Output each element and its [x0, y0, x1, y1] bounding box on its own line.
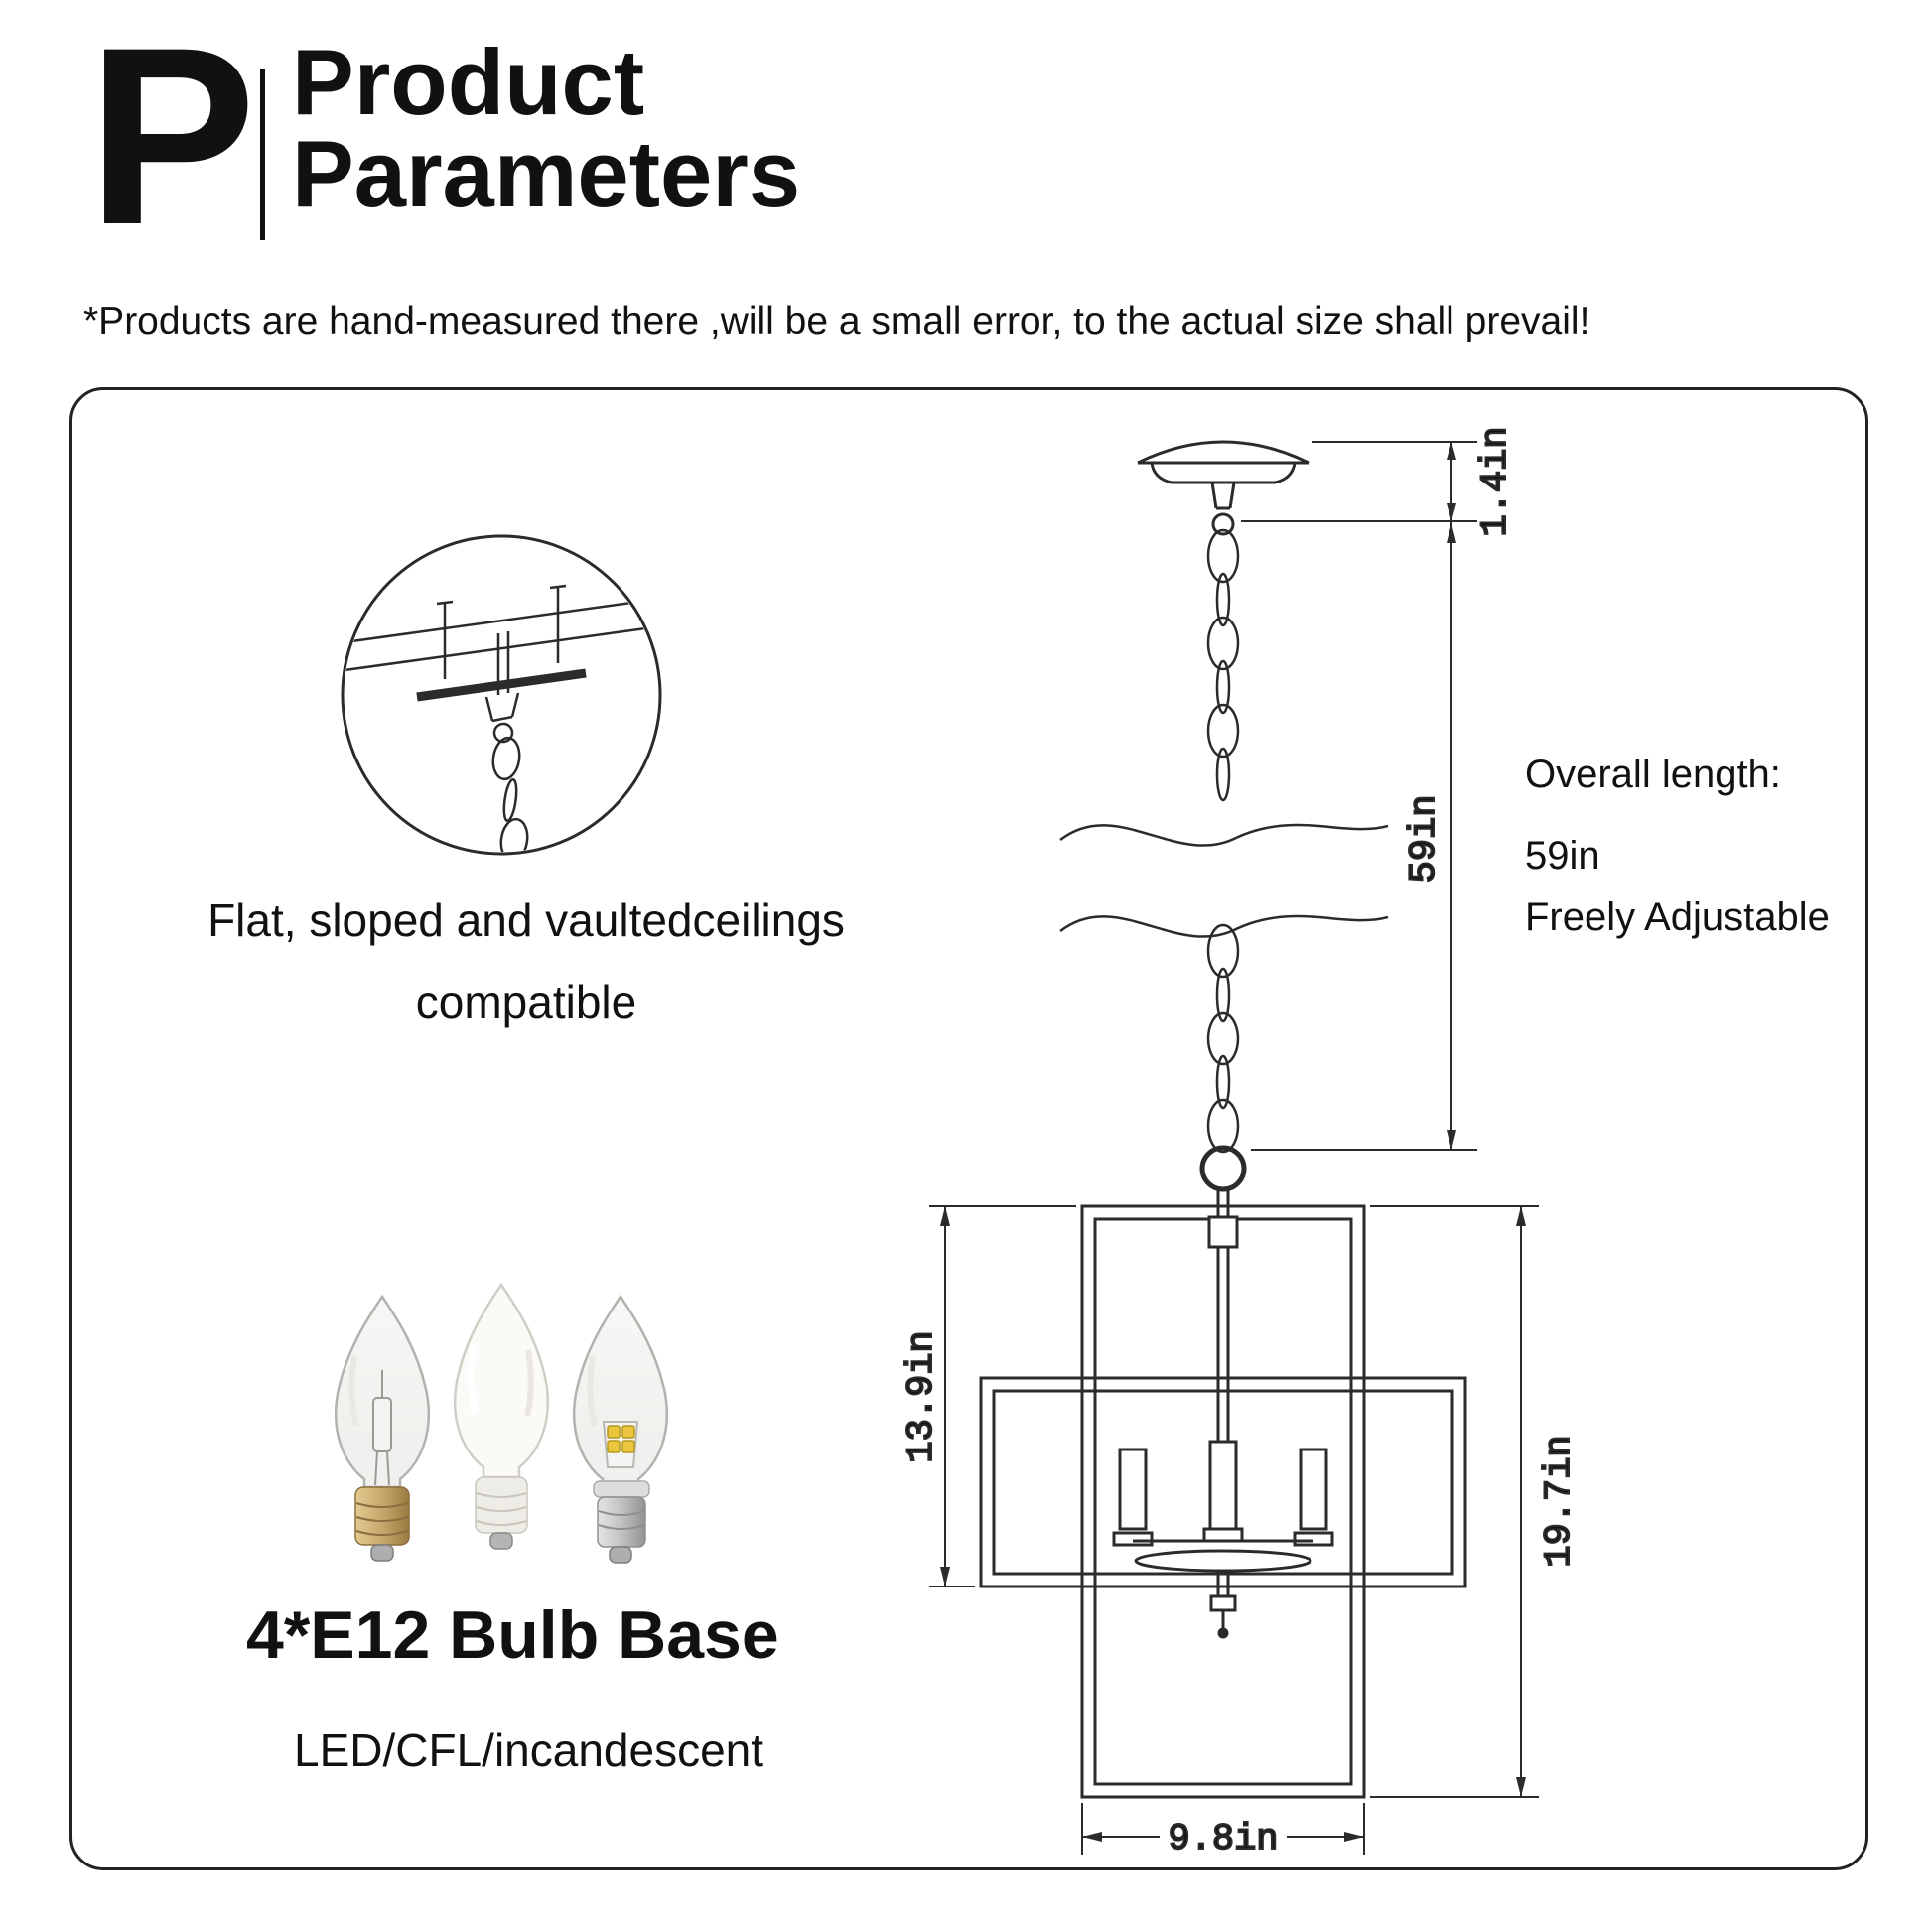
frame-width-label: 9.8in — [1168, 1819, 1278, 1861]
bulb-base-subtitle: LED/CFL/incandescent — [294, 1725, 764, 1776]
bulb-clear-halogen — [334, 1294, 431, 1562]
page-title-line2: Parameters — [292, 121, 801, 225]
canopy-height-label: 1.4in — [1475, 426, 1517, 536]
chandelier-drawing — [979, 1189, 1467, 1799]
ceiling-note-line1: Flat, sloped and vaultedceilings — [207, 895, 845, 946]
header-divider — [260, 69, 265, 240]
disclaimer-text: *Products are hand-measured there ,will … — [83, 300, 1590, 343]
canopy-drawing — [1137, 440, 1310, 536]
dimension-frame-upper-height: 13.9in — [900, 1205, 1076, 1587]
dimension-canopy-height: 1.4in — [1241, 425, 1518, 538]
frame-total-height-label: 19.7in — [1539, 1435, 1581, 1567]
overall-length-note: Freely Adjustable — [1525, 896, 1830, 939]
chain-break-lines — [1059, 823, 1389, 938]
ceiling-detail-circle — [341, 534, 662, 856]
parameters-panel — [69, 387, 1868, 1870]
frame-upper-height-label: 13.9in — [901, 1330, 943, 1462]
page-title-line1: Product — [292, 30, 645, 134]
dimension-frame-width: 9.8in — [1081, 1803, 1365, 1862]
page-title-initial: P — [87, 0, 256, 278]
bulb-base-title: 4*E12 Bulb Base — [246, 1597, 779, 1673]
ceiling-note-line2: compatible — [415, 976, 637, 1028]
bulb-frosted-white — [453, 1282, 550, 1550]
dimension-frame-total-height: 19.7in — [1370, 1205, 1582, 1798]
chain-drawing — [1199, 528, 1247, 1192]
overall-length-label: Overall length: — [1525, 753, 1781, 796]
chain-length-label: 59in — [1404, 795, 1446, 884]
bulb-led-candle — [572, 1294, 669, 1564]
dimension-overall-length: 59in — [1251, 521, 1477, 1151]
overall-length-value: 59in — [1525, 834, 1600, 878]
